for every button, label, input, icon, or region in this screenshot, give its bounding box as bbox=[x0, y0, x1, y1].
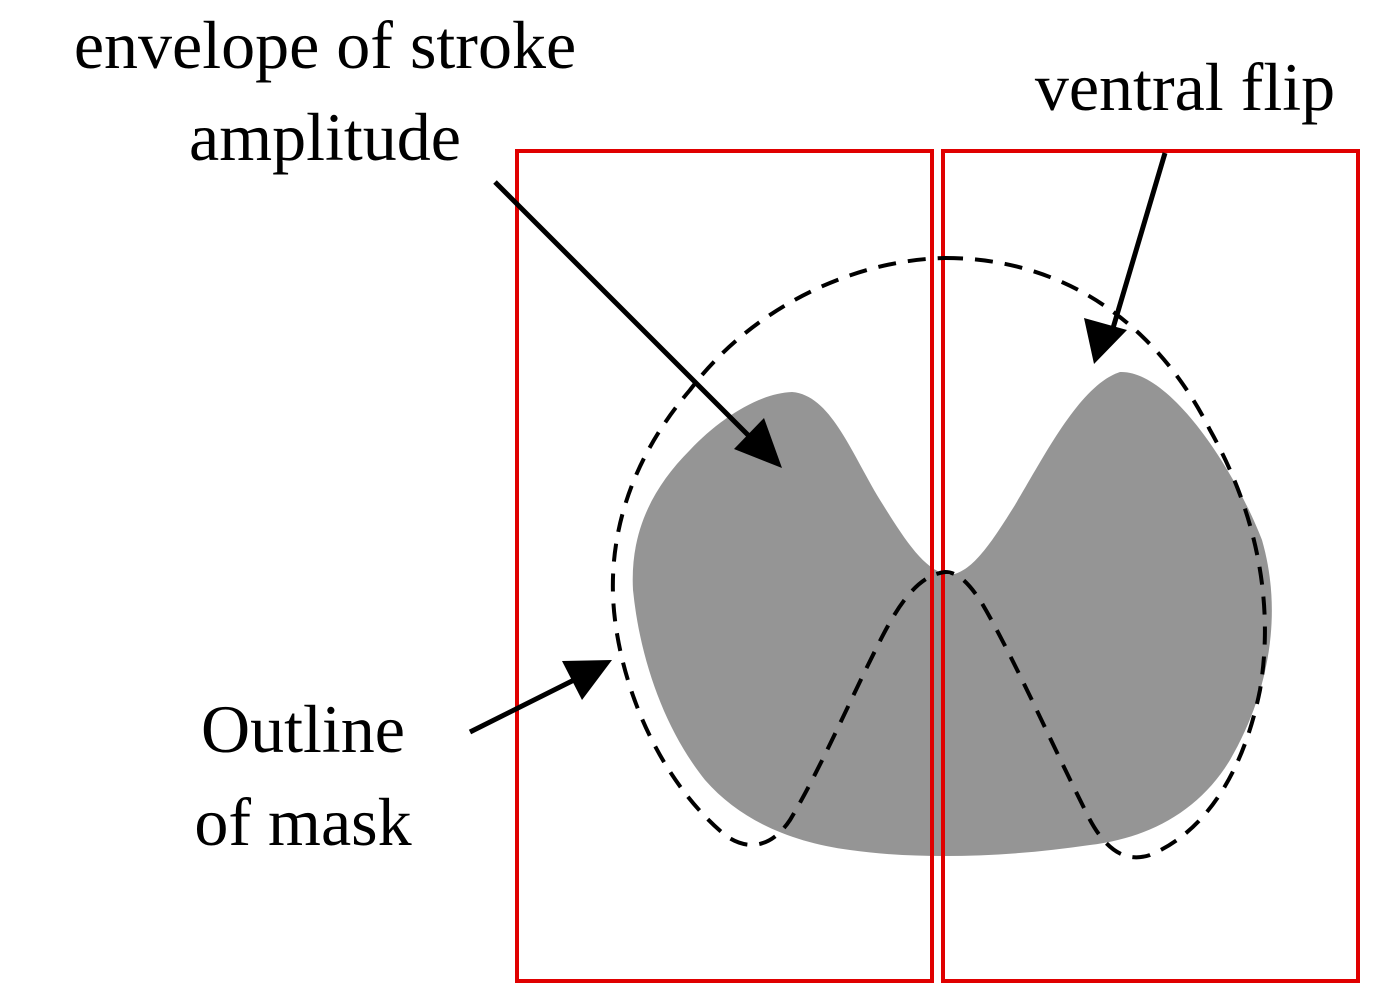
mask-shape bbox=[632, 371, 1272, 857]
envelope-label-line1: envelope of stroke bbox=[74, 7, 576, 83]
ventral-flip-arrowhead bbox=[1084, 318, 1127, 364]
ventral-flip-arrow bbox=[1105, 152, 1168, 346]
envelope-arrowhead bbox=[734, 418, 782, 468]
outline-label-line2: of mask bbox=[194, 784, 411, 860]
left-red-box bbox=[515, 149, 934, 983]
right-red-box bbox=[941, 149, 1360, 983]
envelope-arrow bbox=[493, 180, 777, 464]
outline-label-line1: Outline bbox=[201, 691, 405, 767]
outline-arrow bbox=[468, 669, 592, 735]
ventral-flip-label: ventral flip bbox=[1035, 49, 1335, 125]
stroke-envelope-dashed bbox=[610, 255, 1267, 860]
outline-arrowhead bbox=[562, 660, 612, 700]
envelope-label-line2: amplitude bbox=[189, 99, 461, 175]
